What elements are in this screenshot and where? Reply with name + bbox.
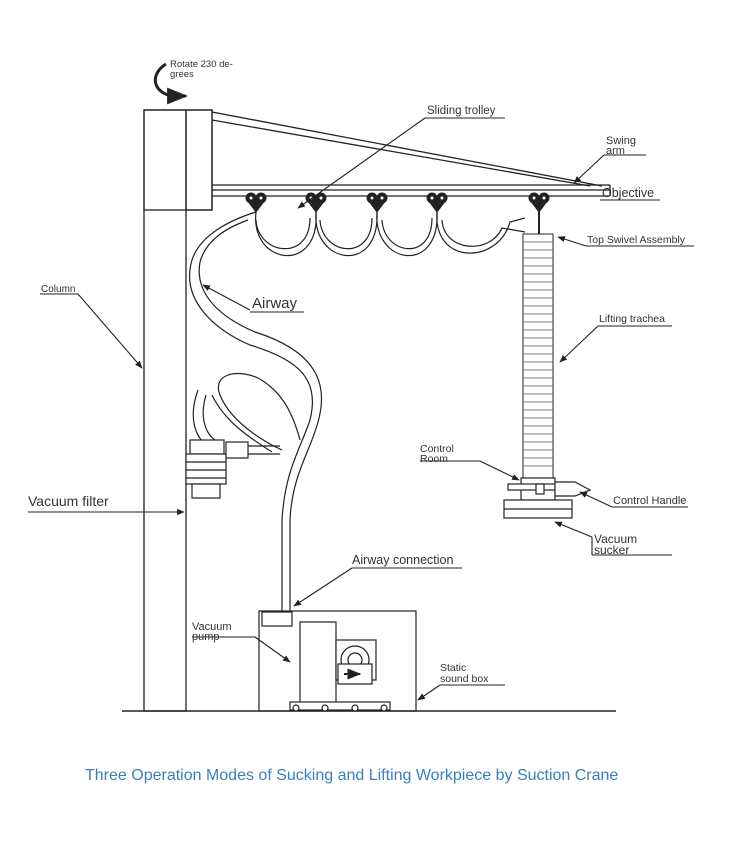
label-vacuum-sucker-line1: Vacuum bbox=[594, 532, 637, 546]
column bbox=[143, 109, 213, 712]
label-objective: Objective bbox=[602, 186, 654, 200]
label-lifting-trachea: Lifting trachea bbox=[599, 313, 665, 325]
static-sound-box bbox=[258, 610, 417, 712]
label-static-box-line2: sound box bbox=[440, 673, 489, 685]
trolley bbox=[366, 192, 388, 213]
trolley bbox=[426, 192, 448, 213]
label-swing-arm-line2: arm bbox=[606, 145, 625, 157]
label-control-room-line2: Room bbox=[420, 453, 448, 465]
festoon-hose bbox=[191, 211, 526, 263]
label-swing-arm-line1: Swing bbox=[606, 135, 636, 147]
rotate-arrow bbox=[154, 62, 189, 105]
swing-arm bbox=[211, 111, 611, 197]
trolley bbox=[528, 192, 550, 213]
vacuum-pump bbox=[289, 621, 391, 712]
airway-hose bbox=[189, 259, 323, 612]
leader-lines bbox=[28, 117, 694, 701]
label-airway: Airway bbox=[252, 295, 298, 312]
label-vacuum-pump-line2: pump bbox=[192, 631, 220, 643]
vacuum-filter bbox=[185, 439, 280, 499]
label-vacuum-sucker-line2: sucker bbox=[594, 543, 629, 557]
label-airway-connection: Airway connection bbox=[352, 553, 453, 567]
trolley bbox=[305, 192, 327, 213]
label-top-swivel-assembly: Top Swivel Assembly bbox=[587, 234, 686, 246]
label-vacuum-filter: Vacuum filter bbox=[28, 493, 109, 509]
label-column: Column bbox=[41, 284, 75, 295]
label-control-room-line1: Control bbox=[420, 443, 454, 455]
label-static-box-line1: Static bbox=[440, 662, 466, 674]
vacuum-sucker-assembly bbox=[503, 477, 592, 519]
trolley bbox=[245, 192, 267, 213]
label-rotate-line1: Rotate 230 de- bbox=[170, 59, 233, 70]
sliding-trolleys bbox=[245, 192, 550, 213]
lifting-tube bbox=[522, 212, 554, 479]
label-rotate-line2: grees bbox=[170, 69, 194, 80]
label-sliding-trolley: Sliding trolley bbox=[427, 105, 496, 117]
label-control-handle: Control Handle bbox=[613, 495, 686, 507]
label-vacuum-pump-line1: Vacuum bbox=[192, 621, 232, 633]
diagram-caption: Three Operation Modes of Sucking and Lif… bbox=[85, 767, 619, 784]
